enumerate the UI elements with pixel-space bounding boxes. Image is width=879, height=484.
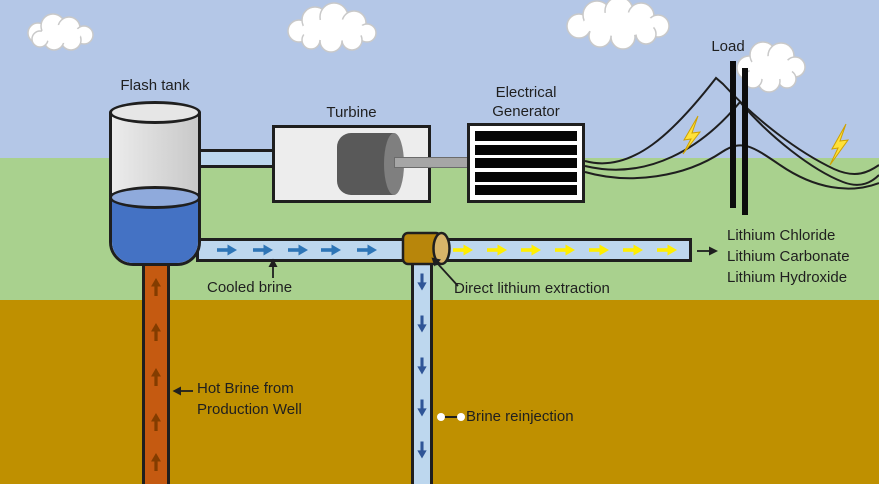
hot-brine-leader-arrow <box>172 386 193 396</box>
lithium-chloride-label: Lithium Chloride <box>727 227 836 244</box>
utility-pole <box>730 61 748 215</box>
generator-winding-bar <box>475 144 577 155</box>
hot-brine-flow-arrows <box>151 278 161 471</box>
lithium-hydroxide-label: Lithium Hydroxide <box>727 269 848 286</box>
flash-tank-liquid-surface <box>109 186 201 209</box>
flash-tank-label: Flash tank <box>120 77 190 94</box>
reinjection-connector <box>437 413 465 421</box>
electrical-generator <box>467 123 585 203</box>
reinjection-flow-arrows <box>417 273 427 459</box>
cloud <box>566 0 670 50</box>
direct-lithium-extraction-label: Direct lithium extraction <box>454 280 610 297</box>
generator-winding-bar <box>475 171 577 182</box>
electrical-generator-label: Electrical Generator <box>492 84 560 120</box>
cooled-brine-flow-arrows <box>217 244 377 256</box>
brine-reinjection-label: Brine reinjection <box>466 408 574 425</box>
lithium-carbonate-label: Lithium Carbonate <box>727 248 850 265</box>
cloud <box>736 41 806 93</box>
cooled-brine-leader-arrow <box>268 258 278 278</box>
extracted-brine-flow-arrows <box>453 244 677 256</box>
steam-pipe <box>196 149 276 168</box>
lightning-bolt-icon <box>829 123 850 166</box>
direct-lithium-extraction-unit <box>401 231 451 266</box>
flash-tank-opening <box>109 101 201 124</box>
lightning-bolt-icon <box>682 115 702 155</box>
generator-winding-bar <box>475 131 577 141</box>
cloud <box>27 13 94 51</box>
dle-leader-arrow <box>431 257 459 287</box>
cooled-brine-label: Cooled brine <box>207 279 293 296</box>
generator-winding-bar <box>475 158 577 168</box>
cloud <box>287 2 377 53</box>
generator-winding-bar <box>475 185 577 195</box>
products-leader-arrow <box>697 246 718 256</box>
lithium-products-label: Lithium Chloride Lithium Carbonate Lithi… <box>727 225 850 288</box>
load-label: Load <box>711 38 745 55</box>
turbine-label: Turbine <box>326 104 377 121</box>
hot-brine-label: Hot Brine from Production Well <box>197 380 302 418</box>
